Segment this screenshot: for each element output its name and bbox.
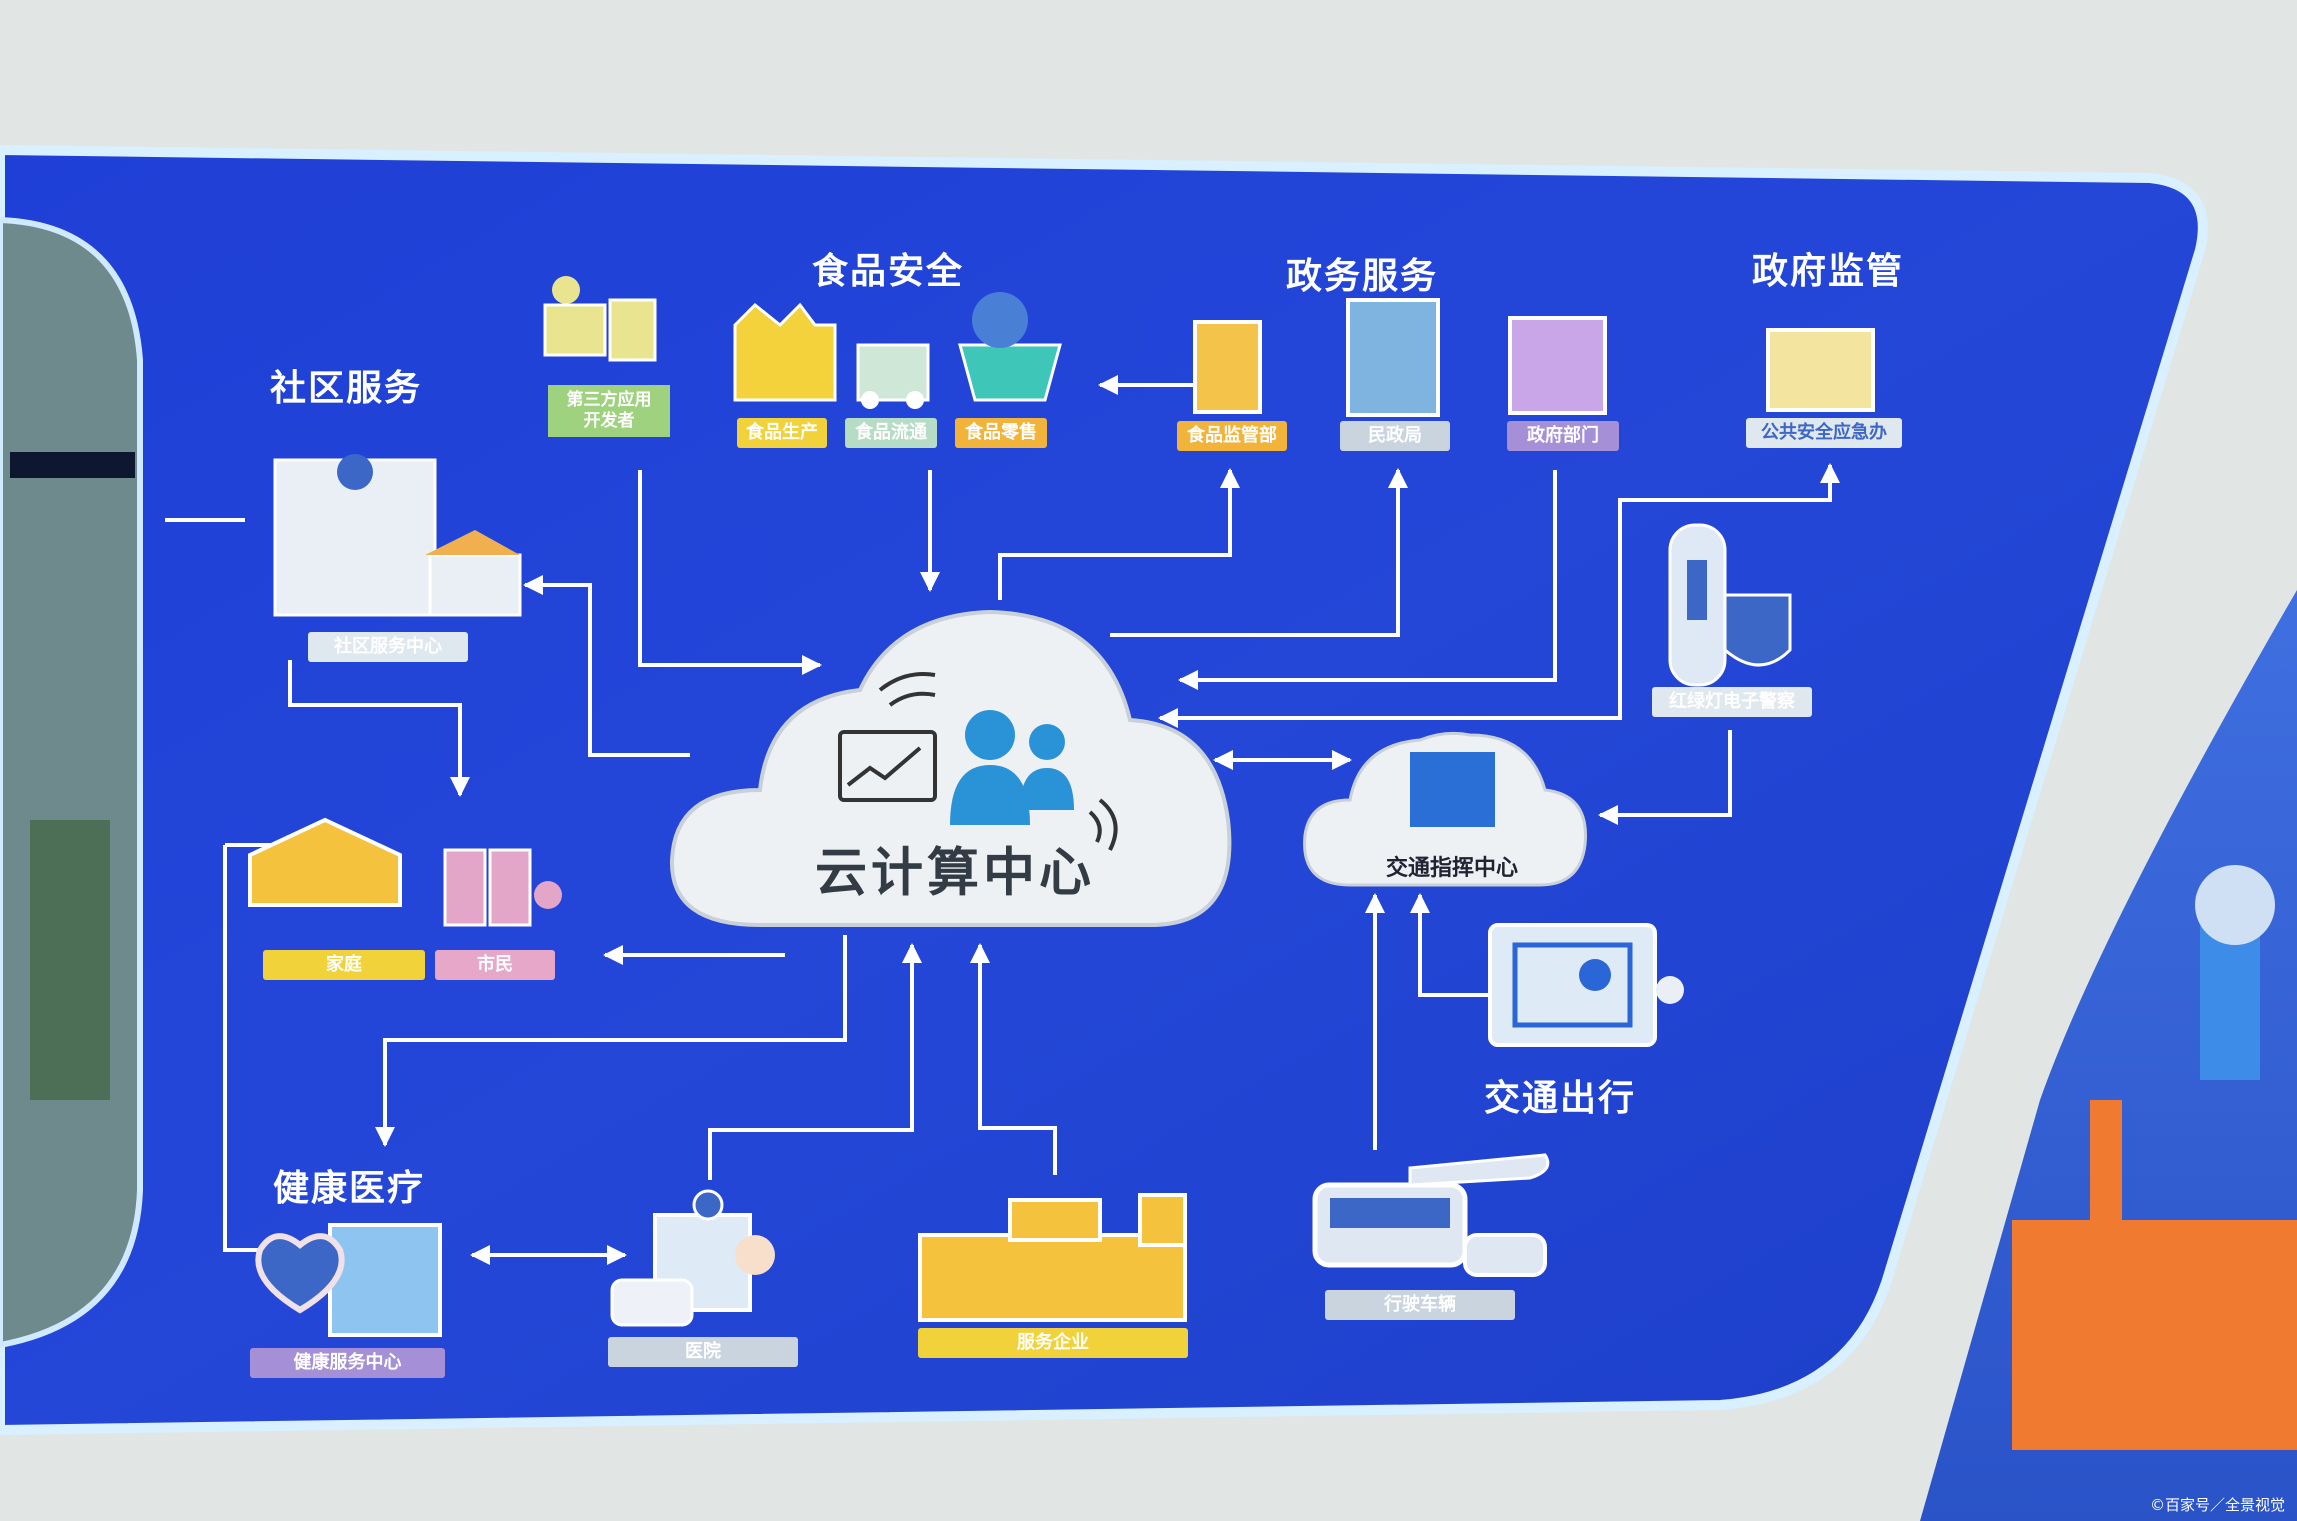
tag-hospital: 医院 [608,1337,798,1367]
groceries-icon [972,292,1028,348]
connector-lines [165,375,1840,1265]
traffic-light-icon [1668,523,1792,687]
tag-citizen: 市民 [435,950,555,980]
command-building-icon [1410,752,1495,827]
section-gov-supervision: 政府监管 [1751,251,1905,292]
food-safety-icons [733,292,1062,409]
factory-icon [733,302,837,402]
doctor-icon [735,1235,775,1275]
gov-buildings-icons [1193,298,1875,417]
arrow-community-to-family [288,660,470,797]
community-center-icon [273,454,522,617]
user-icon [965,710,1015,760]
smoke-cloud [2195,865,2275,945]
user2-body-icon [1020,768,1074,810]
civil-affairs-building-icon [1346,298,1440,417]
truck-icon [856,343,930,402]
chart-monitor-icon [838,730,937,802]
chimney [2090,1100,2122,1240]
arrow-company-to-cloud [970,943,1057,1175]
tag-food-production: 食品生产 [737,418,827,448]
third-party-tag-bg [548,385,670,437]
screen-led [10,452,135,478]
hospital-icon [610,1189,775,1327]
cloud-center-label: 云计算中心 [814,843,1096,904]
tag-health-center: 健康服务中心 [250,1348,445,1378]
house-icon [248,817,402,907]
health-center-icon [255,1223,442,1337]
arrow-cloud-to-community [523,575,690,757]
tag-third-party-line1: 第三方应用 [566,390,652,410]
trend-line-icon [846,746,922,787]
public-safety-building-icon [1766,328,1875,412]
car-icon [1463,1233,1547,1277]
arrow-cloud-public-safety [1158,463,1840,728]
section-traffic: 交通出行 [1483,1078,1637,1119]
traffic-center-label: 交通指挥中心 [1385,856,1519,881]
tag-service-company: 服务企业 [918,1328,1188,1358]
arrow-third-party-to-cloud [638,470,822,675]
signal-icon [1088,798,1118,851]
section-gov-service: 政务服务 [1285,256,1439,297]
tag-third-party: 第三方应用 开发者 [550,390,668,434]
tag-public-safety: 公共安全应急办 [1746,418,1902,448]
arrow-cloud-to-health [375,935,847,1147]
cloud-computing-center[interactable] [669,609,1232,927]
tag-traffic-police: 红绿灯电子警察 [1652,687,1812,717]
factory-block [2012,1220,2297,1450]
tag-third-party-line2: 开发者 [583,411,635,431]
food-supervision-building-icon [1193,320,1262,414]
left-screen [0,216,143,1349]
arrow-map-to-traffic [1410,893,1515,997]
tag-community-center: 社区服务中心 [308,632,468,662]
screen-building [30,820,110,1100]
wifi-icon [878,672,936,707]
arrow-hospital-to-cloud [708,943,922,1180]
user2-icon [1029,724,1065,760]
tag-food-logistics: 食品流通 [845,418,937,448]
citizen-figure-icon [443,848,487,927]
heart-cross-icon [255,1233,345,1314]
tag-vehicles: 行驶车辆 [1325,1290,1515,1320]
ambulance-icon [610,1278,694,1327]
cart-icon [958,343,1062,402]
tag-gov-dept: 政府部门 [1507,421,1619,451]
arrow-police-to-traffic [1598,730,1732,825]
gov-dept-building-icon [1508,316,1607,415]
truck-wheel-icon [861,391,879,409]
citizen-figure-icon [488,848,532,927]
tag-food-supervision: 食品监管部 [1177,421,1287,451]
service-company-icon [918,1193,1187,1322]
tag-family: 家庭 [263,950,425,980]
section-health: 健康医疗 [272,1168,426,1209]
vehicles-icon [1312,1153,1550,1277]
truck-wheel-icon [906,391,924,409]
tower-building [2200,920,2260,1080]
third-party-dev-icon [543,276,670,437]
traffic-map-icon [1488,923,1684,1047]
section-food-safety: 食品安全 [811,251,965,292]
section-community: 社区服务 [269,368,423,409]
family-icons [248,817,562,927]
tag-food-retail: 食品零售 [955,418,1047,448]
airplane-icon [1408,1153,1550,1187]
watermark: ©百家号／全景视觉 [2149,1496,2285,1514]
user-body-icon [950,765,1030,825]
tag-civil-affairs: 民政局 [1340,421,1450,451]
child-figure-icon [534,881,562,909]
